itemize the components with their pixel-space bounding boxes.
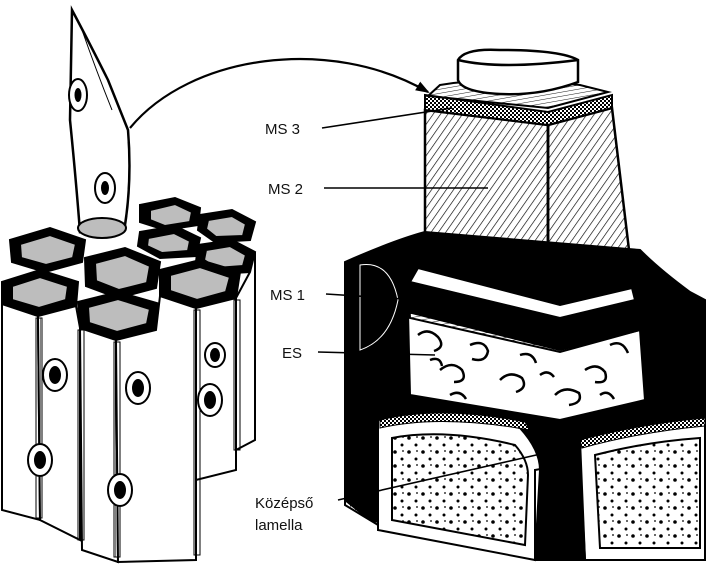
cell-bundle-illustration — [0, 5, 430, 564]
cell-tube-tops — [0, 196, 257, 342]
cell-lumen-cap — [456, 48, 580, 96]
svg-text:ES: ES — [282, 345, 302, 362]
layer-ms1 — [406, 266, 642, 354]
svg-text:Középső: Középső — [255, 495, 313, 512]
lamella-border — [379, 412, 706, 449]
label-middle-lamella: Középső lamella — [255, 452, 546, 534]
magnification-arrow — [129, 58, 430, 129]
layer-ms2 — [423, 106, 634, 302]
layer-es — [406, 310, 647, 422]
cell-wall-cutaway — [344, 48, 706, 562]
svg-text:MS 3: MS 3 — [265, 121, 300, 138]
svg-text:MS 1: MS 1 — [270, 287, 305, 304]
label-es: ES — [282, 345, 436, 362]
svg-text:MS 2: MS 2 — [268, 181, 303, 198]
label-ms1: MS 1 — [270, 287, 421, 304]
cell-pits — [27, 342, 226, 507]
cell-tube-fuzz — [35, 299, 241, 558]
label-ms3: MS 3 — [265, 107, 453, 138]
extracted-fiber-cell — [68, 5, 131, 239]
svg-text:lamella: lamella — [255, 517, 303, 534]
label-ms2: MS 2 — [268, 181, 488, 198]
